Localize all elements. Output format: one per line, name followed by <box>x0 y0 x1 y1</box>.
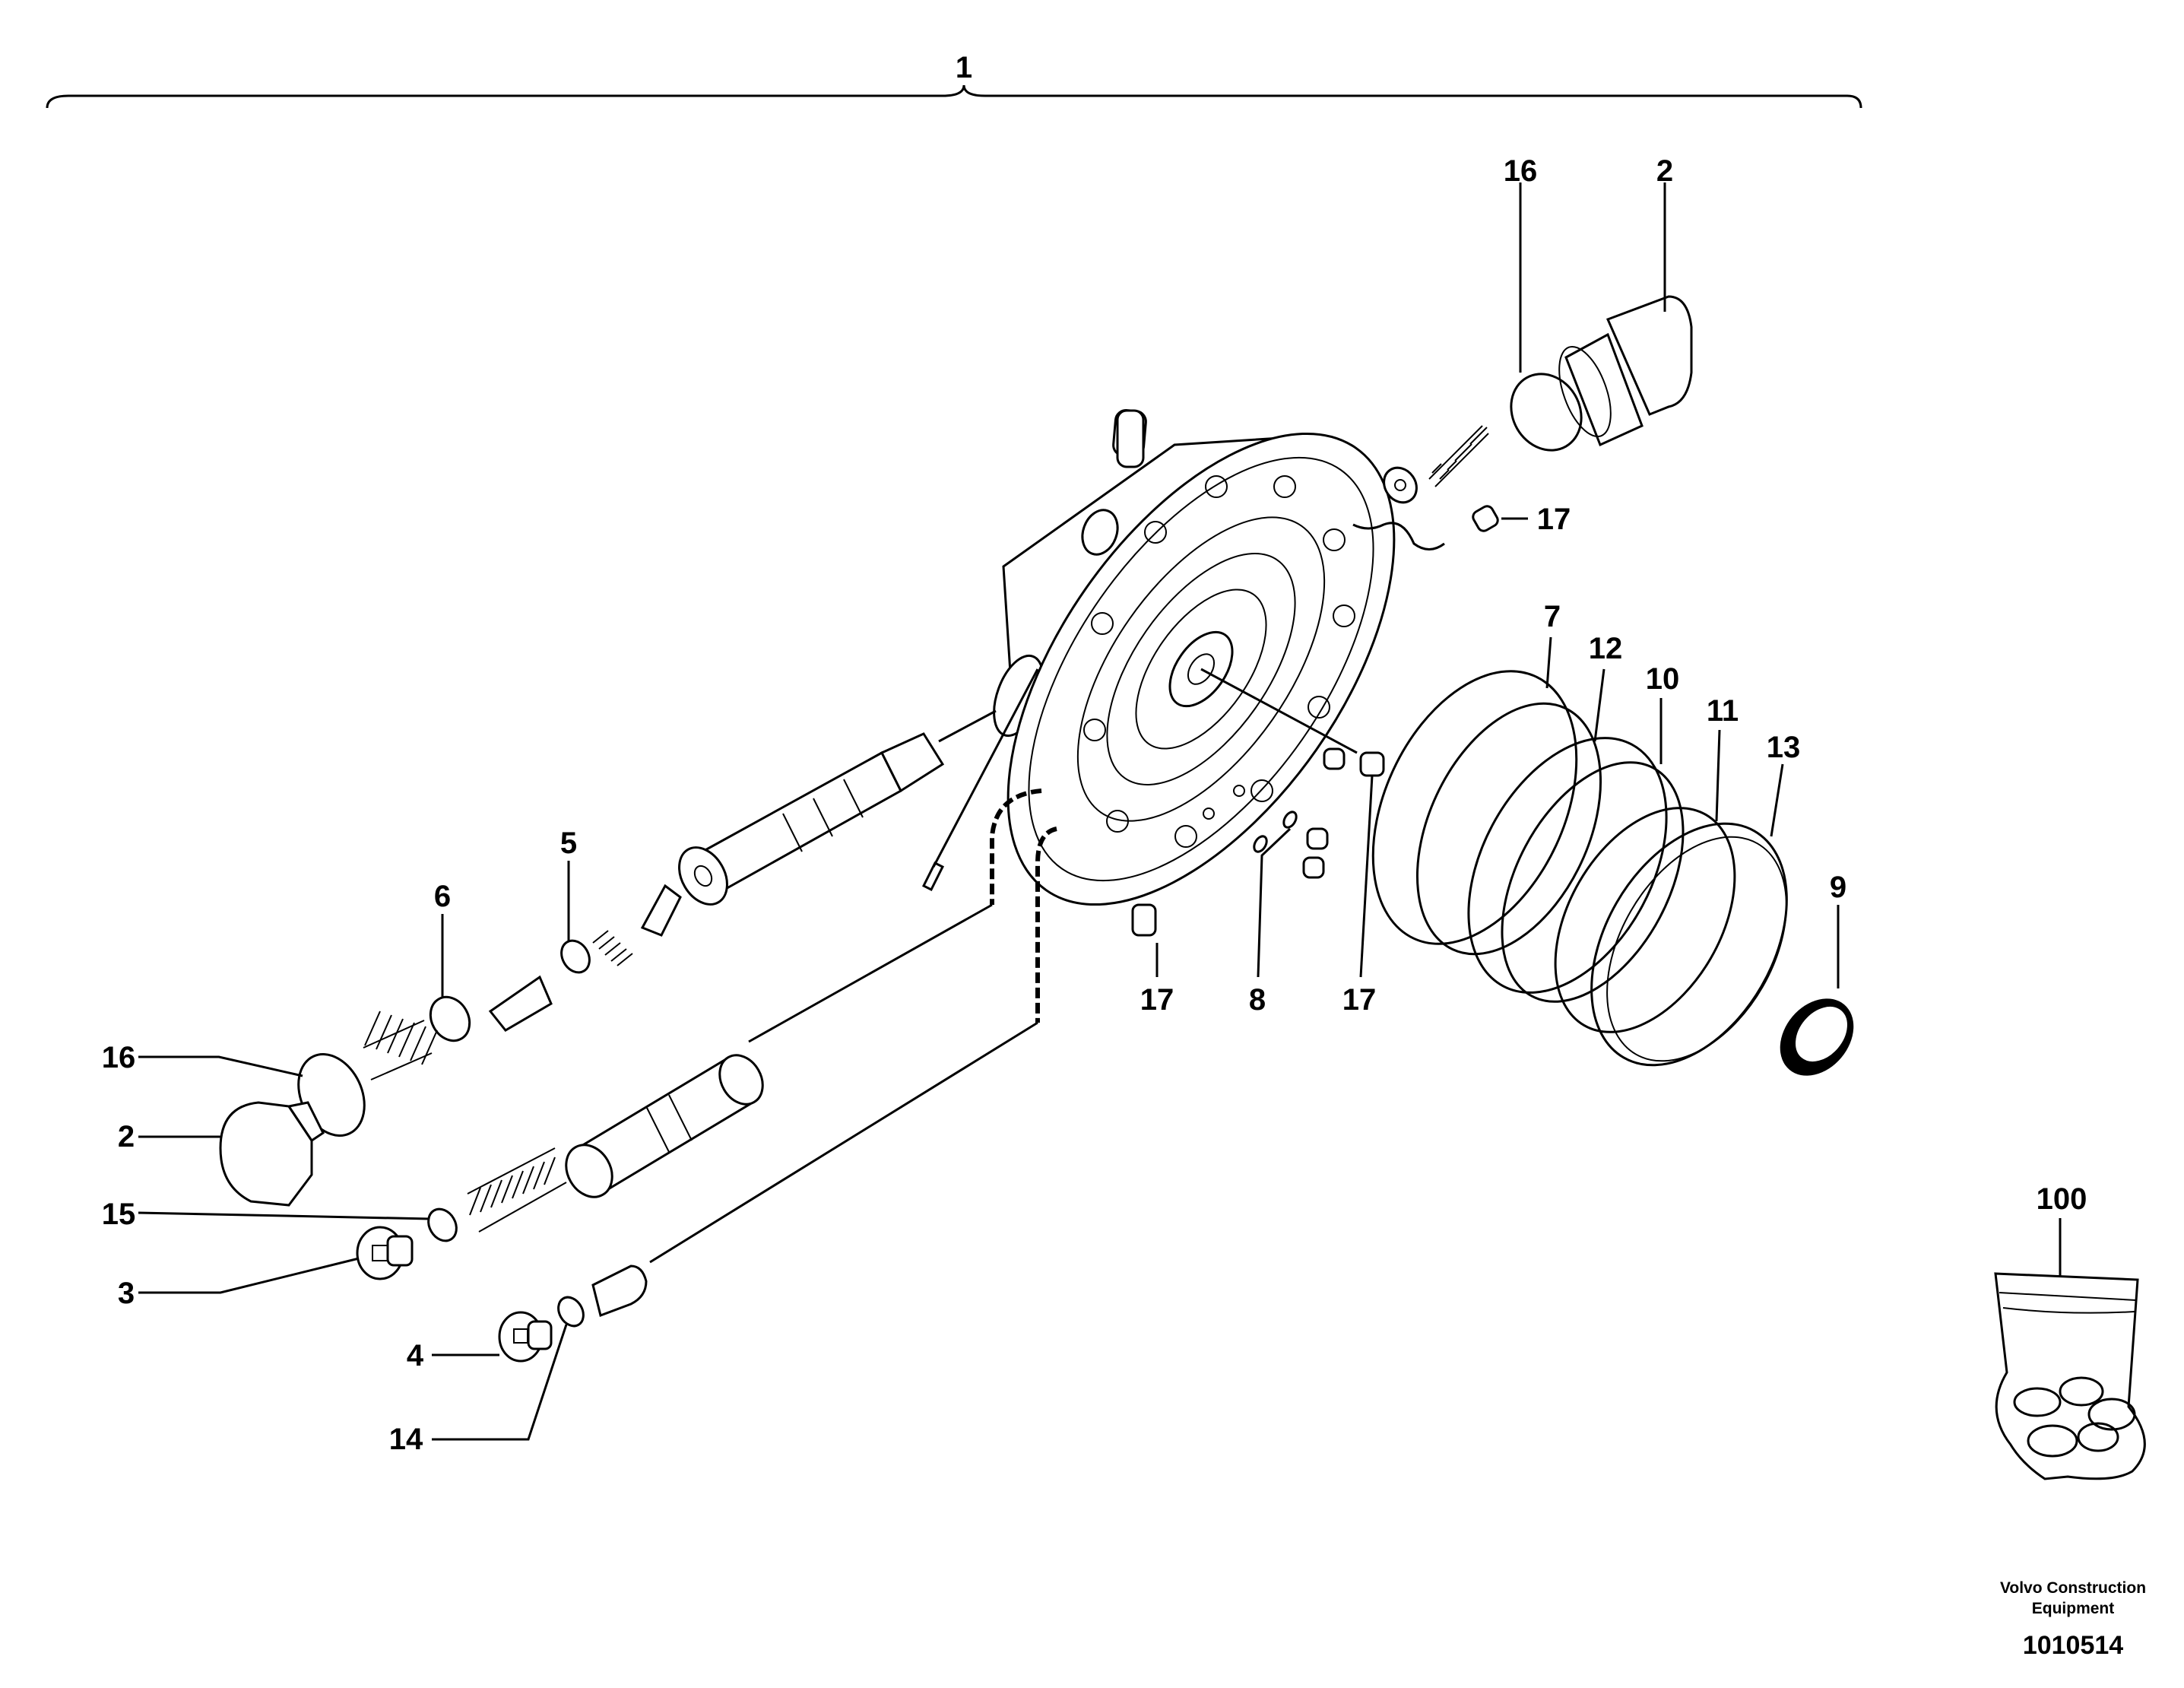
assembly-bracket <box>46 84 1862 109</box>
pilot-piston <box>488 975 553 1032</box>
callout-16-upper: 16 <box>1504 154 1538 188</box>
small-o-rings-8 <box>1253 811 1298 853</box>
o-ring-5 <box>560 939 591 974</box>
drawing-number: 1010514 <box>2023 1631 2123 1660</box>
dowel-pin-top <box>1116 409 1145 468</box>
o-ring-16-upper <box>1510 373 1583 452</box>
callout-12: 12 <box>1589 632 1623 665</box>
publisher-line-1: Volvo Construction <box>2000 1579 2146 1597</box>
callout-14: 14 <box>389 1423 423 1456</box>
leader-line-poppet <box>649 1021 1038 1264</box>
leader-13 <box>1770 763 1784 837</box>
hidden-line-a <box>990 788 1042 905</box>
leader-line-spring-pin <box>932 668 1039 868</box>
spring-5 <box>592 930 633 966</box>
connector-squiggle <box>1352 522 1445 551</box>
leader-17-right <box>1359 775 1374 978</box>
plug-2-lower <box>219 1101 325 1207</box>
leader-16-lower <box>138 1055 303 1077</box>
callout-9: 9 <box>1830 871 1846 904</box>
callout-2-upper: 2 <box>1656 154 1673 188</box>
callout-4: 4 <box>407 1339 424 1372</box>
spool-valve <box>678 732 945 906</box>
leader-14 <box>432 1324 568 1441</box>
callout-8: 8 <box>1249 983 1266 1017</box>
washer-6 <box>429 995 471 1042</box>
plug-3 <box>356 1226 414 1280</box>
callout-7: 7 <box>1544 600 1561 633</box>
callout-6: 6 <box>434 880 451 913</box>
leader-12 <box>1593 668 1606 742</box>
callout-1: 1 <box>956 51 972 84</box>
callout-11: 11 <box>1707 694 1739 728</box>
valve-poppet <box>640 884 682 937</box>
leader-3 <box>138 1257 360 1294</box>
callout-10: 10 <box>1646 662 1680 696</box>
publisher-line-2: Equipment <box>2032 1600 2115 1617</box>
upper-relief-valve <box>1383 425 1489 504</box>
callout-13: 13 <box>1767 731 1801 764</box>
callout-17-mid: 17 <box>1140 983 1174 1017</box>
set-screws-group <box>1302 747 1385 879</box>
leader-line-upper-spool <box>938 709 997 743</box>
o-ring-15 <box>427 1207 458 1242</box>
callout-15: 15 <box>102 1198 136 1231</box>
shaft-seal-9 <box>1780 998 1854 1076</box>
callout-2-lower: 2 <box>118 1120 135 1153</box>
callout-3: 3 <box>118 1277 135 1310</box>
leader-7 <box>1545 636 1552 689</box>
seal-kit-bag <box>1994 1272 2146 1480</box>
seals-group <box>1371 670 1788 1067</box>
o-ring-14 <box>557 1296 585 1328</box>
callout-17-upper: 17 <box>1537 503 1571 536</box>
spring-long <box>467 1147 567 1233</box>
plug-4 <box>498 1311 553 1363</box>
callout-5: 5 <box>560 827 577 860</box>
set-screw-17-mid <box>1131 903 1157 937</box>
spring-pin <box>921 861 945 892</box>
poppet-lower <box>591 1264 648 1317</box>
leader-line-spool <box>748 903 993 1043</box>
callout-16-lower: 16 <box>102 1041 136 1074</box>
lower-relief-spring <box>363 1011 438 1080</box>
set-screw-17-upper <box>1472 505 1499 532</box>
spool-long <box>565 1054 764 1198</box>
callout-17-right: 17 <box>1342 983 1377 1017</box>
leader-line-main-axis <box>1200 668 1358 754</box>
leader-11 <box>1715 729 1721 822</box>
leader-15 <box>138 1211 430 1220</box>
hidden-line-b <box>1035 827 1057 1023</box>
leader-8 <box>1257 827 1292 978</box>
callout-100: 100 <box>2037 1182 2087 1216</box>
plug-2-upper <box>1558 295 1693 447</box>
